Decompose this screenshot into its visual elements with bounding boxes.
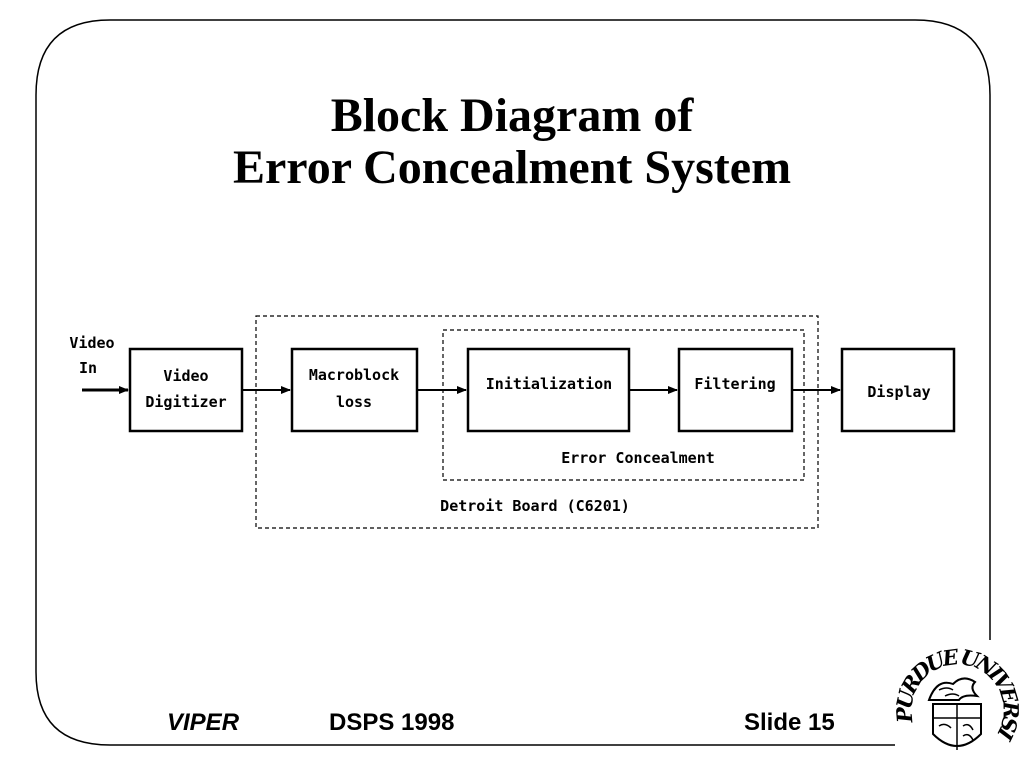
filtering-label: Filtering xyxy=(694,375,775,393)
display-block xyxy=(840,347,956,433)
macroblock-loss-label-line1: Macroblock xyxy=(309,366,399,384)
detroit-board-group xyxy=(255,315,819,529)
footer-conference: DSPS 1998 xyxy=(329,709,455,736)
purdue-seal-logo: PURDUE UNIVERSITY xyxy=(893,638,1021,750)
video-digitizer-label-line1: Video xyxy=(163,367,208,385)
error-concealment-group xyxy=(442,329,805,481)
initialization-block xyxy=(466,347,631,433)
error-concealment-label: Error Concealment xyxy=(561,449,715,467)
display-label: Display xyxy=(867,383,930,401)
footer-slide-number: Slide 15 xyxy=(744,709,835,736)
video-digitizer-block xyxy=(128,347,244,433)
macroblock-loss-label-line2: loss xyxy=(336,393,372,411)
slide-title-line2: Error Concealment System xyxy=(232,141,792,194)
macroblock-loss-block xyxy=(290,347,419,433)
initialization-label: Initialization xyxy=(486,375,612,393)
slide-title-line1: Block Diagram of xyxy=(330,89,694,142)
detroit-board-label: Detroit Board (C6201) xyxy=(440,497,630,515)
filtering-block xyxy=(677,347,794,433)
video-in-label-line2: In xyxy=(79,359,97,377)
footer-viper: VIPER xyxy=(167,709,240,736)
video-in-label-line1: Video xyxy=(69,334,114,352)
video-digitizer-label-line2: Digitizer xyxy=(145,393,226,411)
